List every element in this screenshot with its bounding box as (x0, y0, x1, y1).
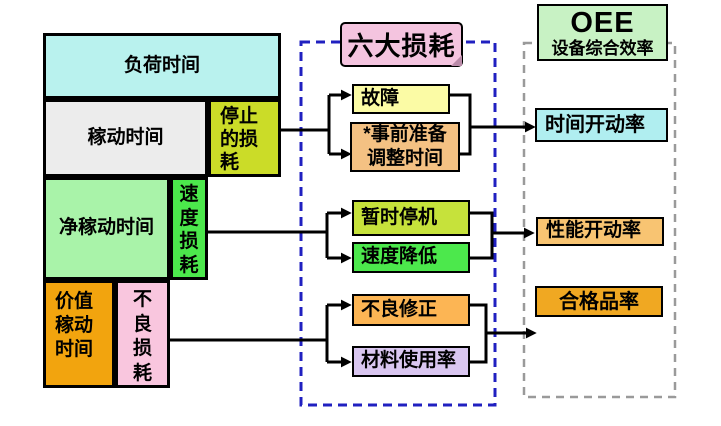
oee-title: OEE (570, 7, 635, 39)
box-time-availability-rate: 时间开动率 (535, 108, 668, 142)
box-performance-rate-label: 性能开动率 (546, 220, 642, 242)
box-time-availability-rate-label: 时间开动率 (545, 114, 645, 136)
box-setup-adjustment-label: *事前准备 调整时间 (363, 124, 447, 169)
edge-material-yield-out (470, 333, 488, 364)
box-net-operating-time: 净稼动时间 (43, 177, 170, 280)
box-speed-loss-label: 速度损耗 (179, 184, 199, 276)
box-value-operating-time: 价值稼动时间 (43, 280, 115, 388)
oee-subtitle: 设备综合效率 (551, 39, 654, 58)
box-value-operating-time-label: 价值稼动时间 (55, 291, 94, 360)
six-losses-title-note: 六大损耗 (340, 22, 463, 67)
six-losses-title: 六大损耗 (347, 31, 456, 61)
box-load-time-label: 负荷时间 (123, 54, 200, 76)
box-net-operating-time-label: 净稼动时间 (58, 217, 154, 239)
box-breakdown: 故障 (352, 84, 450, 114)
box-operating-time: 稼动时间 (43, 99, 208, 177)
box-defect-loss-label: 不良损耗 (132, 289, 152, 385)
box-speed-reduction-label: 速度降低 (361, 246, 438, 268)
oee-header: OEE 设备综合效率 (537, 4, 668, 61)
edge-speed-reduction-out (470, 233, 494, 260)
box-stop-loss: 停止的损耗 (208, 99, 281, 177)
box-defect-rework: 不良修正 (352, 294, 470, 326)
box-defect-rework-label: 不良修正 (361, 298, 438, 320)
box-speed-loss: 速度损耗 (170, 177, 208, 280)
box-setup-adjustment: *事前准备 调整时间 (350, 122, 460, 172)
box-minor-stoppage-label: 暂时停机 (361, 206, 438, 228)
edge-setup-out (459, 127, 472, 156)
box-stop-loss-label: 停止的损耗 (220, 106, 259, 174)
box-minor-stoppage: 暂时停机 (352, 200, 470, 236)
box-performance-rate: 性能开动率 (536, 217, 664, 246)
edge-minor-stoppage-out (470, 211, 494, 233)
box-speed-reduction: 速度降低 (352, 242, 470, 273)
box-material-yield: 材料使用率 (352, 346, 470, 377)
box-quality-rate-label: 合格品率 (559, 290, 639, 313)
box-operating-time-label: 稼动时间 (87, 126, 164, 148)
box-quality-rate: 合格品率 (535, 286, 663, 317)
box-material-yield-label: 材料使用率 (361, 350, 457, 372)
box-breakdown-label: 故障 (361, 87, 400, 109)
box-defect-loss: 不良损耗 (115, 280, 170, 388)
box-load-time: 负荷时间 (43, 33, 281, 99)
edge-defect-rework-out (470, 303, 488, 333)
